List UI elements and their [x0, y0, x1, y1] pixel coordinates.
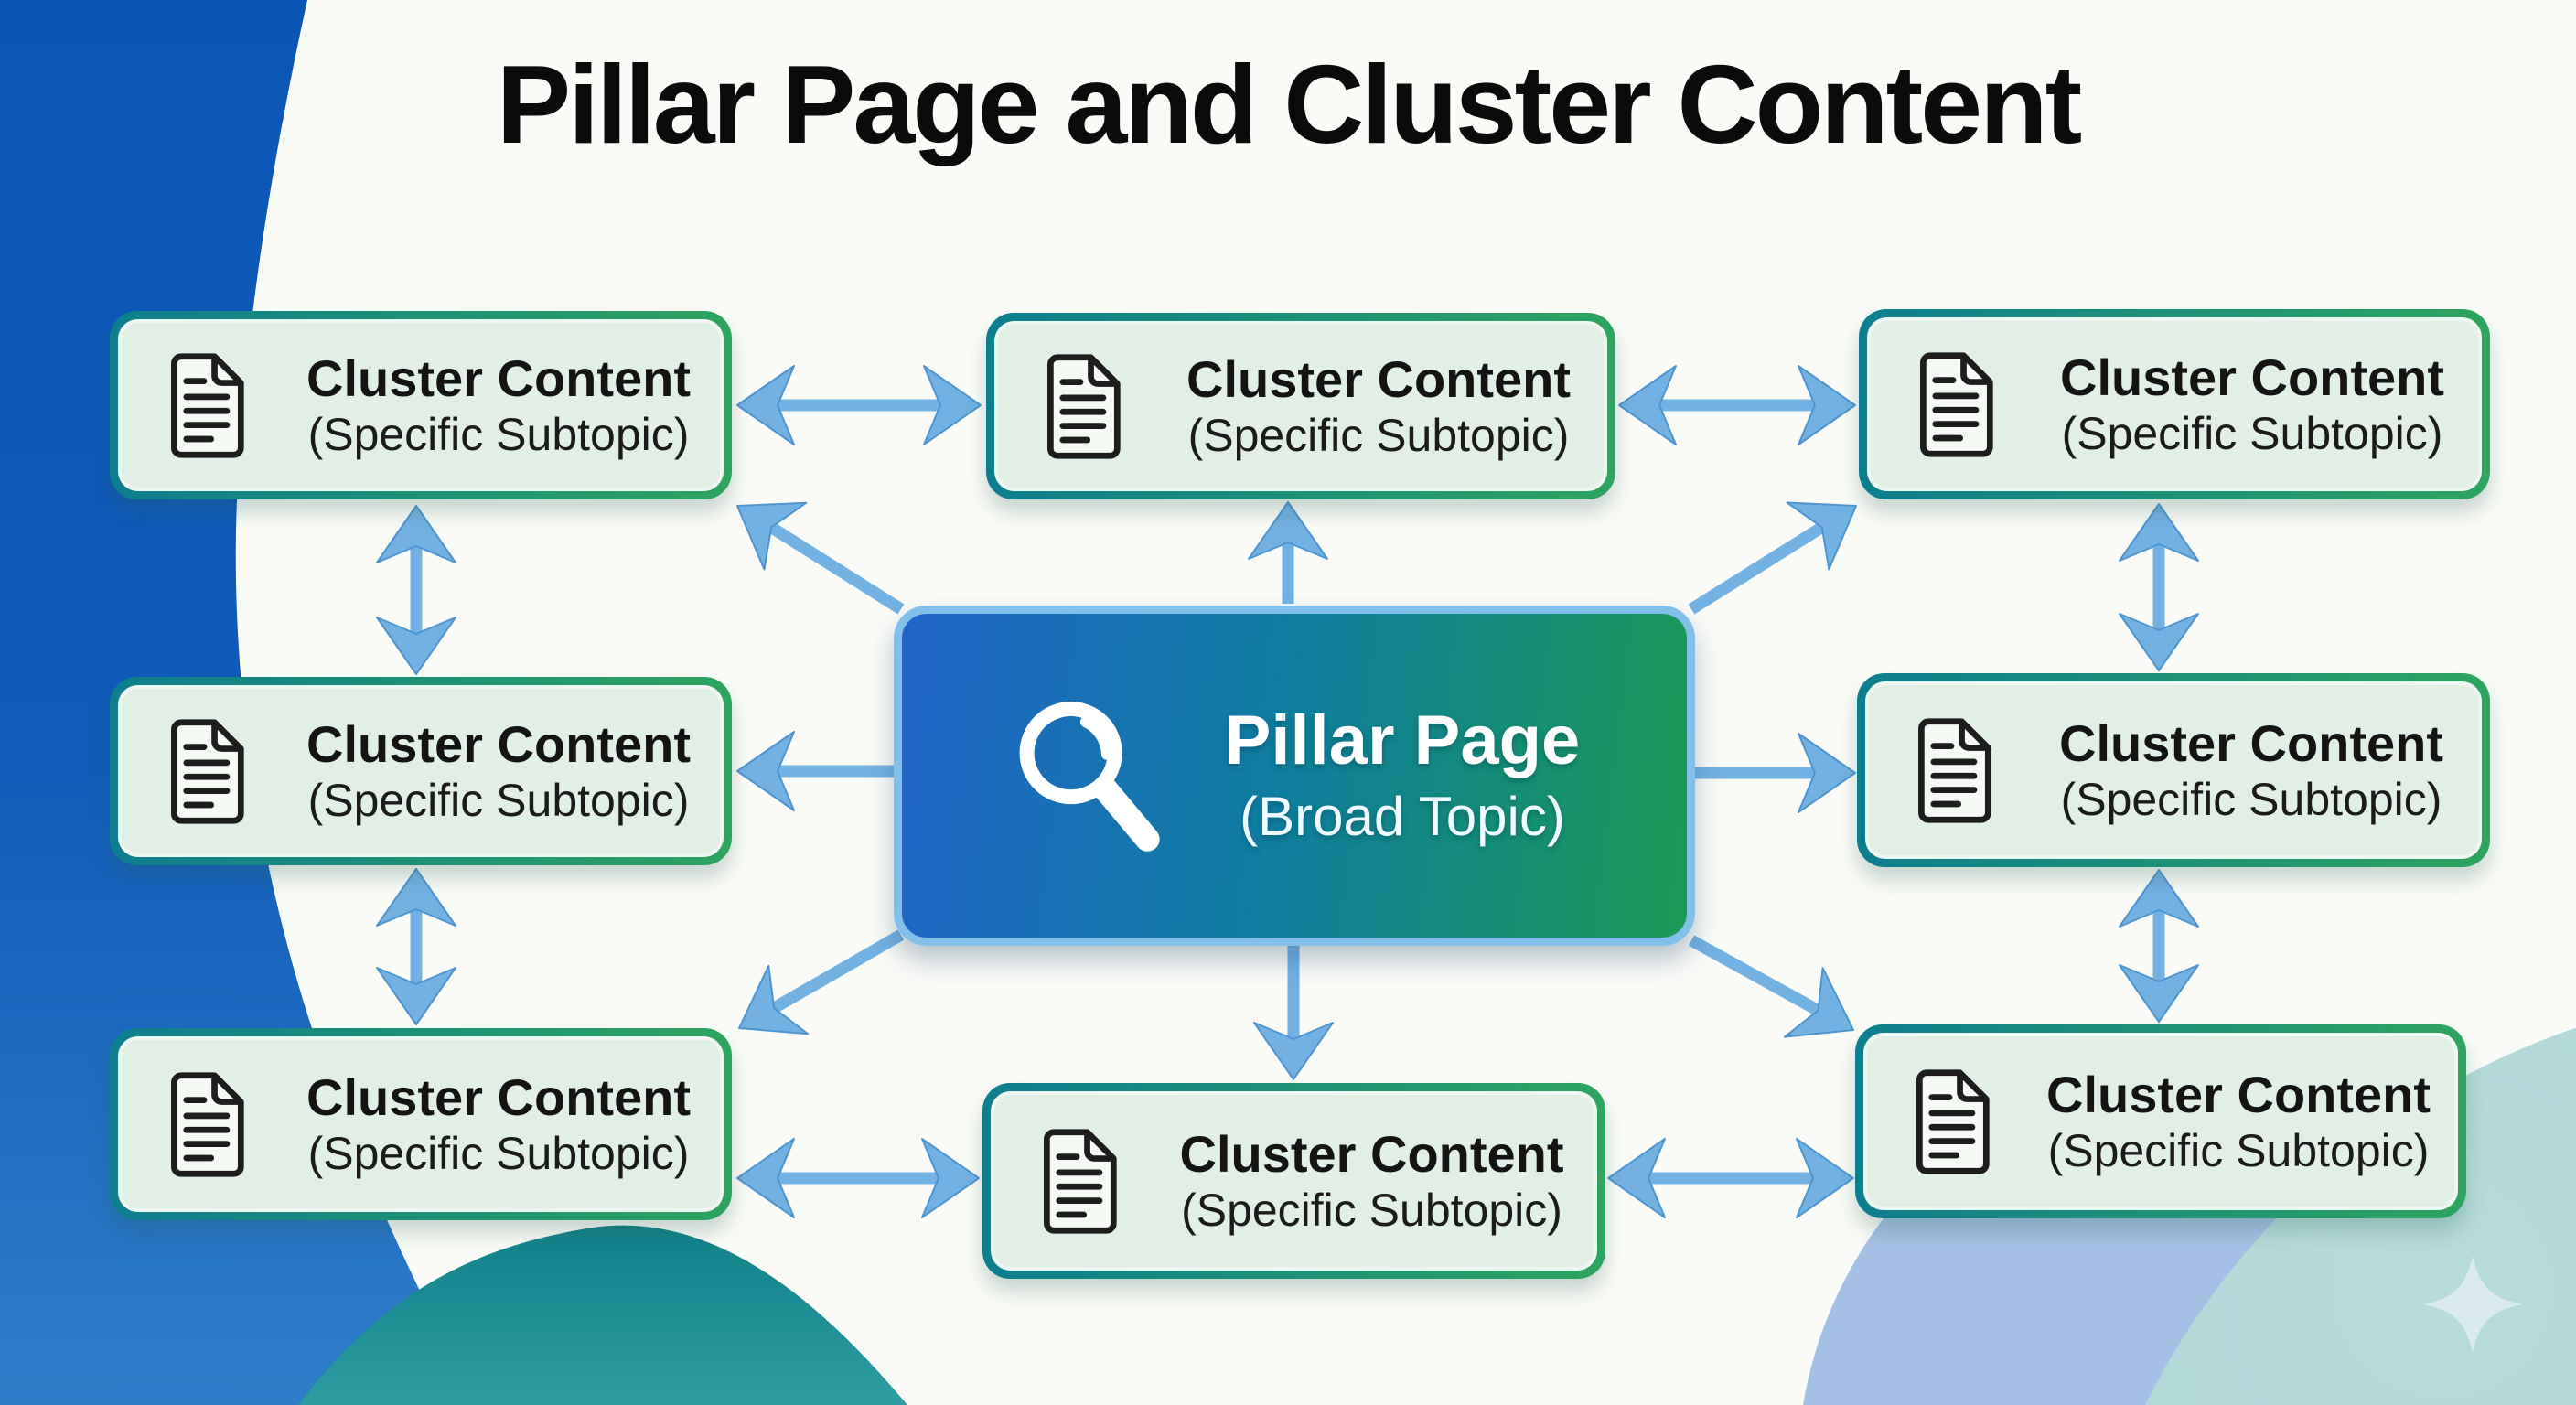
arrow-head-cluster-top-center: [1248, 501, 1328, 560]
arrow-shaft-pillar-cluster-top-left: [767, 521, 905, 615]
cluster-title: Cluster Content: [306, 349, 691, 407]
arrow-head-cluster-bottom-center: [1253, 1022, 1334, 1080]
arrow-head-cluster-top-right: [1786, 501, 1857, 571]
cluster-subtitle: (Specific Subtopic): [307, 775, 690, 827]
cluster-node-bottom-left: Cluster Content (Specific Subtopic): [110, 1028, 732, 1220]
cluster-node-top-left: Cluster Content (Specific Subtopic): [110, 311, 732, 499]
document-icon: [160, 1070, 248, 1179]
arrow-head-cluster-bottom-right: [1796, 1138, 1854, 1218]
document-icon: [1907, 716, 1995, 825]
cluster-node-top-center: Cluster Content (Specific Subtopic): [986, 313, 1615, 499]
document-icon: [160, 717, 248, 826]
arrow-head-cluster-bottom-center: [921, 1138, 980, 1218]
pillar-title: Pillar Page: [1224, 702, 1581, 780]
pillar-page-node: Pillar Page (Broad Topic): [894, 606, 1695, 946]
arrow-head-cluster-bottom-right: [2119, 964, 2199, 1023]
cluster-title: Cluster Content: [2046, 1065, 2431, 1123]
arrow-shaft-pillar-cluster-bottom-right: [1688, 935, 1821, 1016]
cluster-title: Cluster Content: [306, 714, 691, 773]
pillar-subtitle: (Broad Topic): [1240, 785, 1565, 847]
cluster-subtitle: (Specific Subtopic): [2047, 1125, 2430, 1177]
cluster-subtitle: (Specific Subtopic): [1181, 1185, 1562, 1237]
arrow-head-cluster-bottom-left: [738, 964, 810, 1035]
arrow-head-cluster-top-center: [1618, 365, 1677, 445]
cluster-title: Cluster Content: [1186, 349, 1571, 408]
document-icon: [1905, 1067, 1993, 1176]
page-title: Pillar Page and Cluster Content: [496, 42, 2083, 166]
arrow-head-cluster-mid-left: [376, 868, 456, 927]
arrow-head-cluster-bottom-center: [1607, 1138, 1666, 1218]
arrow-shaft-pillar-cluster-bottom-left: [770, 929, 905, 1014]
magnifier-icon: [1019, 702, 1160, 852]
arrow-head-cluster-top-left: [376, 505, 456, 563]
arrow-head-cluster-mid-right: [2119, 869, 2199, 928]
arrow-head-cluster-bottom-right: [1783, 967, 1854, 1038]
document-icon: [1036, 352, 1124, 461]
arrow-head-cluster-mid-right: [1798, 733, 1856, 813]
arrow-head-cluster-top-center: [923, 365, 982, 445]
document-icon: [1033, 1127, 1121, 1236]
cluster-subtitle: (Specific Subtopic): [2061, 408, 2443, 460]
sparkle-icon: [2423, 1256, 2522, 1353]
document-icon: [1909, 350, 1997, 459]
cluster-title: Cluster Content: [2059, 713, 2443, 772]
cluster-subtitle: (Specific Subtopic): [1187, 410, 1570, 462]
cluster-node-mid-right: Cluster Content (Specific Subtopic): [1857, 673, 2490, 867]
cluster-title: Cluster Content: [1179, 1124, 1564, 1183]
arrow-head-cluster-bottom-left: [376, 967, 456, 1025]
cluster-title: Cluster Content: [2060, 348, 2444, 406]
arrow-head-cluster-top-right: [1798, 365, 1856, 445]
arrow-head-cluster-mid-left: [736, 731, 795, 811]
cluster-node-bottom-center: Cluster Content (Specific Subtopic): [982, 1083, 1605, 1279]
cluster-subtitle: (Specific Subtopic): [307, 409, 690, 461]
arrow-head-cluster-top-left: [736, 501, 808, 571]
bg-teal-wedge: [298, 1225, 907, 1405]
arrow-head-cluster-mid-right: [2119, 613, 2199, 671]
arrow-shaft-pillar-cluster-top-right: [1688, 521, 1826, 615]
arrow-head-cluster-mid-left: [376, 617, 456, 675]
cluster-node-mid-left: Cluster Content (Specific Subtopic): [110, 677, 732, 865]
cluster-subtitle: (Specific Subtopic): [307, 1128, 690, 1180]
cluster-node-top-right: Cluster Content (Specific Subtopic): [1859, 309, 2490, 499]
cluster-subtitle: (Specific Subtopic): [2060, 774, 2442, 826]
document-icon: [160, 351, 248, 460]
arrow-head-cluster-top-left: [736, 365, 795, 445]
arrow-head-cluster-top-right: [2119, 503, 2199, 562]
cluster-node-bottom-right: Cluster Content (Specific Subtopic): [1855, 1024, 2466, 1218]
arrow-head-cluster-bottom-left: [736, 1138, 795, 1218]
cluster-title: Cluster Content: [306, 1067, 691, 1126]
